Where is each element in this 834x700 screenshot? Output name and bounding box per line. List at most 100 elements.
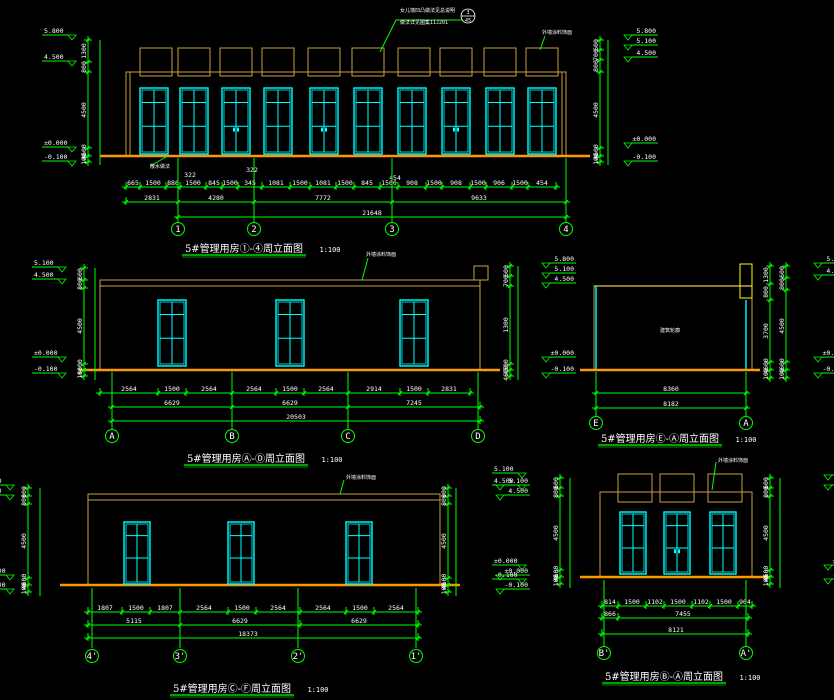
e3-level-r0: 5.100: [826, 255, 834, 263]
e5-right-vdim-value: 600: [762, 477, 770, 489]
e2-row1-dim-tick: [183, 390, 189, 396]
e4-row1-dim-tick: [119, 609, 125, 615]
e2-right-vdim-tick: [507, 361, 513, 367]
e5-parapet-block: [707, 473, 743, 503]
e2-row1-dim-value: 2564: [318, 385, 334, 393]
e1-right-vdim-value: 800: [592, 60, 600, 72]
e5-right-vdim-value: 4500: [762, 525, 770, 541]
e4-level-r2: ±0.000: [505, 567, 529, 575]
e1-row1-dim-tick: [259, 184, 265, 190]
e5-level-r0-triangle: [823, 474, 833, 481]
e1-row1-dim-value: 345: [244, 179, 256, 187]
e2-left-vdim-tick: [81, 265, 87, 271]
e2-right-vdim-tick: [507, 273, 513, 279]
e3-note-inside: 建筑轮廓: [660, 327, 680, 334]
e4-scale: 1:100: [307, 686, 328, 694]
e4-row1-dim-tick: [85, 609, 91, 615]
e1-level-l3: -0.100: [44, 153, 68, 161]
e2-row1-dim-value: 2914: [366, 385, 382, 393]
e4-title: 5#管理用房Ⓒ-Ⓕ周立面图: [173, 682, 291, 695]
e4-right-vdim-value: 800: [440, 494, 448, 506]
e5-level-l2-triangle: [517, 564, 527, 571]
e3-level-r2-triangle: [813, 356, 823, 363]
e2-right-vdim-tick: [507, 367, 513, 373]
e2-left-vdim-tick: [81, 285, 87, 291]
e2-row1-dim-value: 1500: [164, 385, 180, 393]
e1-left-vdim-tick: [85, 153, 91, 159]
e1-axis-bubble-2: 3: [389, 225, 394, 235]
e3-leftdim-vdim-tick: [767, 359, 773, 365]
e5-level-l1: 4.500: [494, 477, 514, 485]
e1-ground-note-leader: [149, 155, 169, 167]
e3-rightdim-vdim-tick: [783, 275, 789, 281]
e5-left-vdim-value: 4500: [552, 525, 560, 541]
e1-row1-dim-value: 1081: [315, 179, 331, 187]
e4-row2-dim-tick: [415, 622, 421, 628]
e4-level-l1: 4.500: [0, 487, 2, 495]
e1-note-leader: [379, 19, 397, 53]
e5-left-vdim-value: 4600: [552, 566, 560, 582]
e2-axis-bubble-3-circle: [471, 429, 485, 443]
e3-level-r3-triangle: [813, 372, 823, 379]
e2-level-r0: 5.800: [554, 255, 574, 263]
e1-row1-dim-value: 1500: [426, 179, 442, 187]
e1-w3-window-frame: [263, 87, 293, 155]
e4-level-l0: 5.100: [0, 477, 2, 485]
e5-level-r2-triangle: [823, 564, 833, 571]
e3-row2-dim-value: 8182: [663, 400, 679, 408]
e2-level-r3: ±0.000: [551, 349, 575, 357]
e4-axis-bubble-3-circle: [409, 649, 423, 663]
e4-right-vdim-tick: [445, 493, 451, 499]
e4-row1-dim-value: 1500: [352, 604, 368, 612]
e1-axis-bubble-1-circle: [247, 222, 261, 236]
e4-level-r1-triangle: [495, 494, 505, 501]
e1-level-r1: 5.100: [636, 37, 656, 45]
e4-level-l2: ±0.000: [0, 567, 6, 575]
e1-level-l2: ±0.000: [44, 139, 68, 147]
elevation-1-4: 1300800450046001005.8004.500±0.000-0.100…: [42, 7, 658, 258]
e2-left-vdim-value: 100: [76, 367, 84, 379]
e1-left-vdim-tick: [85, 37, 91, 43]
e3-title: 5#管理用房Ⓔ-Ⓐ周立面图: [601, 432, 719, 445]
e4-level-r0-triangle: [495, 484, 505, 491]
e3-leftdim-vdim-tick: [767, 281, 773, 287]
e4-level-r3-triangle: [495, 588, 505, 595]
e1-w1-window-frame: [179, 87, 209, 155]
e4-level-r0: 5.100: [508, 477, 528, 485]
elevation-b-a: 600800450046001005.1004.500±0.000-0.1006…: [492, 457, 834, 686]
e1-right-vdim-tick: [597, 37, 603, 43]
e1-row2-dim-value: 4280: [208, 194, 224, 202]
e1-row1-dim-value: 454: [536, 179, 548, 187]
e5-row1-dim-value: 814: [604, 598, 616, 606]
e1-row1-dim-tick: [423, 184, 429, 190]
e2-right-vdim-value: 600: [502, 265, 510, 277]
e2-left-vdim-tick: [81, 277, 87, 283]
e4-axis-bubble-1: 3': [175, 652, 186, 662]
e1-parapet-block: [177, 47, 211, 77]
e1-row1-dim-tick: [235, 184, 241, 190]
e4-row1-dim-value: 2564: [196, 604, 212, 612]
e4-level-l3: -0.100: [0, 581, 6, 589]
e3-rightdim-vdim-value: 600: [778, 266, 786, 278]
e4-right-vdim-tick: [445, 582, 451, 588]
e2-level-l2-triangle: [57, 356, 67, 363]
e2-level-l0-triangle: [57, 266, 67, 273]
e4-row2-dim-tick: [85, 622, 91, 628]
e3-leftdim-vdim-tick: [767, 367, 773, 373]
e5-total-dim-tick: [599, 631, 605, 637]
e1-row1-dim-value: 1500: [512, 179, 528, 187]
e1-parapet-block: [483, 47, 517, 77]
e4-left-vdim-value: 4600: [20, 574, 28, 590]
e5-right-vdim-tick: [767, 493, 773, 499]
e5-total-dim-tick: [745, 631, 751, 637]
e1-w2-window-frame: [221, 87, 251, 155]
e2-level-r3-triangle: [541, 356, 551, 363]
e4-left-vdim-tick: [25, 589, 31, 595]
e5-left-vdim-value: 100: [552, 575, 560, 587]
e2-row1-dim-value: 1500: [406, 385, 422, 393]
e2-right-vdim-value: 4600: [502, 365, 510, 381]
e1-right-vdim-tick: [597, 57, 603, 63]
e1-row1-dim-value: 1500: [292, 179, 308, 187]
e4-row1-dim-tick: [343, 609, 349, 615]
e4-level-l2-triangle: [5, 574, 15, 581]
